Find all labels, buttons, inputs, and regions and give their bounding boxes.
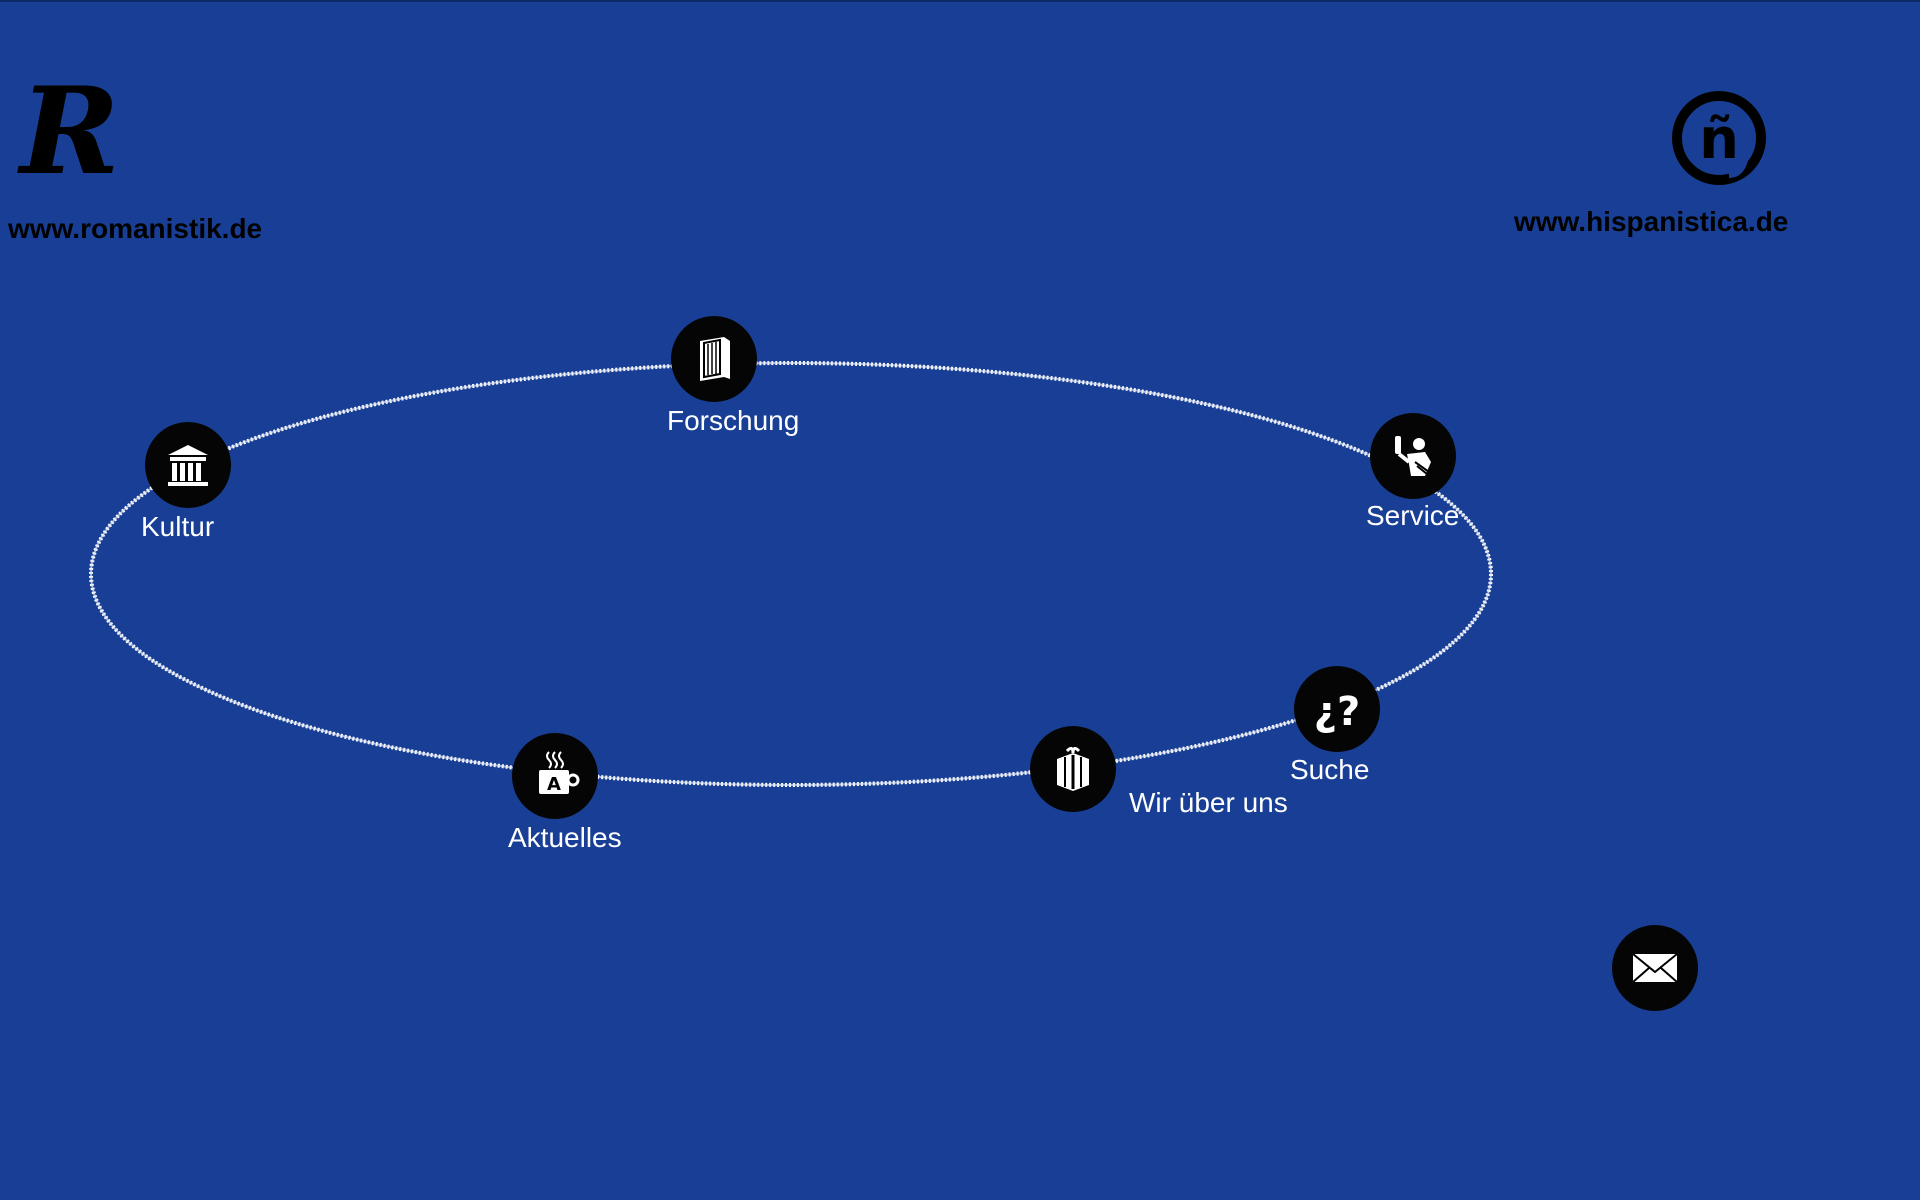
- coffee-cup-icon: A: [539, 751, 580, 795]
- romanistik-link[interactable]: www.romanistik.de: [8, 213, 263, 244]
- svg-text:ñ: ñ: [1699, 107, 1739, 172]
- service-label[interactable]: Service: [1366, 500, 1460, 531]
- wir-ueber-uns-button[interactable]: [1030, 726, 1116, 812]
- hispanistica-logo[interactable]: ñ: [1669, 88, 1769, 188]
- envelope-icon: [1632, 953, 1678, 983]
- svg-text:¿?: ¿?: [1314, 689, 1360, 735]
- forschung-button[interactable]: [671, 316, 757, 402]
- question-icon: ¿?: [1314, 689, 1360, 735]
- romanistik-logo[interactable]: R: [20, 61, 120, 202]
- svg-text:A: A: [547, 774, 561, 795]
- aktuelles-label[interactable]: Aktuelles: [508, 822, 622, 853]
- museum-icon: [168, 445, 208, 486]
- service-person-icon: [1395, 436, 1431, 476]
- suche-button[interactable]: ¿?: [1294, 666, 1380, 752]
- forschung-label[interactable]: Forschung: [667, 405, 800, 436]
- kultur-button[interactable]: [145, 422, 231, 508]
- at-n-logo-icon: ñ: [1672, 91, 1766, 185]
- gift-icon: [1057, 746, 1089, 791]
- suche-label[interactable]: Suche: [1290, 754, 1370, 785]
- aktuelles-button[interactable]: A: [512, 733, 598, 819]
- service-button[interactable]: [1370, 413, 1456, 499]
- kultur-label[interactable]: Kultur: [141, 511, 215, 542]
- email-button[interactable]: [1612, 925, 1698, 1011]
- book-icon: [700, 337, 730, 381]
- hispanistica-link[interactable]: www.hispanistica.de: [1514, 206, 1789, 237]
- wir-ueber-uns-label[interactable]: Wir über uns: [1129, 787, 1288, 818]
